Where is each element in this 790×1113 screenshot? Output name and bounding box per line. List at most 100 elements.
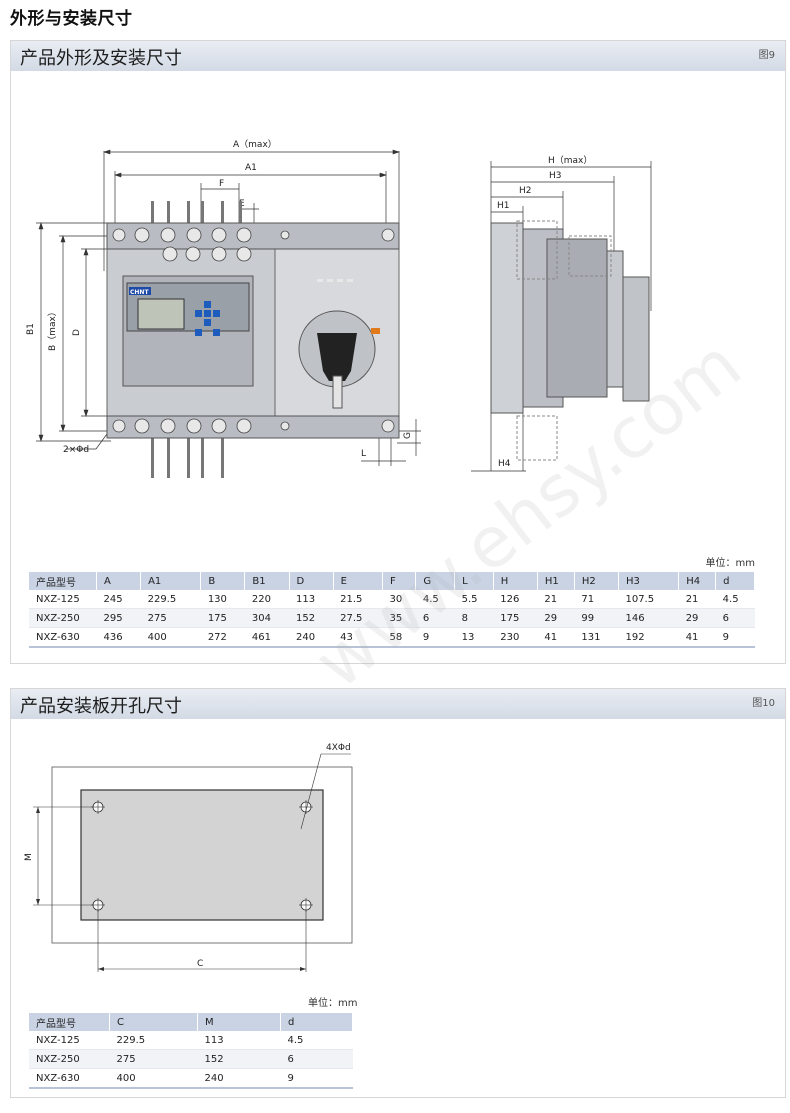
table-cell: 9 bbox=[415, 627, 455, 648]
col-header: H1 bbox=[537, 572, 575, 590]
table-cell: 436 bbox=[96, 627, 141, 648]
table-cell: 21 bbox=[678, 590, 716, 609]
table-row: NXZ-125 245 229.5 130 220 113 21.5 30 4.… bbox=[29, 590, 755, 609]
table-cell: 275 bbox=[109, 1049, 198, 1069]
table-cell: 152 bbox=[289, 608, 334, 628]
table-cell: 21.5 bbox=[333, 590, 383, 609]
table-cell: 43 bbox=[333, 627, 383, 648]
table-cell: 146 bbox=[618, 608, 679, 628]
table-cell: 41 bbox=[678, 627, 716, 648]
table-cell: 13 bbox=[454, 627, 494, 648]
table-cell: 240 bbox=[289, 627, 334, 648]
table-cell: 9 bbox=[280, 1068, 353, 1089]
dim-holes: 4XΦd bbox=[326, 743, 351, 753]
dim-d: D bbox=[72, 329, 82, 336]
col-header: G bbox=[415, 572, 456, 590]
table-cell: 304 bbox=[244, 608, 289, 628]
section-title: 产品外形及安装尺寸 bbox=[20, 48, 182, 69]
table-cell: 113 bbox=[197, 1031, 281, 1050]
section-header: 产品安装板开孔尺寸 图10 bbox=[11, 689, 785, 719]
table-cell: 6 bbox=[415, 608, 455, 628]
table-header-row: 产品型号 C M d bbox=[29, 1013, 353, 1031]
table-cell: NXZ-630 bbox=[29, 1068, 110, 1089]
section-mounting-holes: 产品安装板开孔尺寸 图10 4XΦd bbox=[10, 688, 786, 1098]
dim-b-max: B（max） bbox=[47, 307, 58, 351]
table-cell: 30 bbox=[382, 590, 416, 609]
outline-drawing: A（max） A1 F E B1 B（max） D 2×Φd L G bbox=[26, 139, 652, 478]
mounting-drawing: 4XΦd M C bbox=[24, 743, 353, 972]
table-row: NXZ-630 436 400 272 461 240 43 58 9 13 2… bbox=[29, 627, 755, 648]
table-cell: 229.5 bbox=[109, 1031, 198, 1050]
table-cell: 113 bbox=[289, 590, 334, 609]
col-header: D bbox=[289, 572, 334, 590]
table-cell: 240 bbox=[197, 1068, 281, 1089]
dim-hole-d: 2×Φd bbox=[63, 445, 89, 455]
dim-h3: H3 bbox=[549, 171, 562, 181]
col-header: B bbox=[200, 572, 246, 590]
unit-label: 单位：mm bbox=[308, 998, 358, 1009]
col-header: 产品型号 bbox=[29, 1013, 110, 1031]
table-row: NXZ-250 275 152 6 bbox=[29, 1049, 353, 1069]
section-title: 产品安装板开孔尺寸 bbox=[20, 696, 182, 717]
table-cell: 58 bbox=[382, 627, 416, 648]
table-cell: 71 bbox=[574, 590, 619, 609]
table-cell: 175 bbox=[200, 608, 245, 628]
table-cell: 130 bbox=[200, 590, 245, 609]
col-header: d bbox=[715, 572, 755, 590]
table-cell: NXZ-125 bbox=[29, 1031, 110, 1050]
table-cell: NXZ-250 bbox=[29, 1049, 110, 1069]
table-cell: 8 bbox=[454, 608, 494, 628]
dim-h4: H4 bbox=[498, 459, 511, 469]
col-header: A bbox=[96, 572, 142, 590]
table-cell: 6 bbox=[280, 1049, 353, 1069]
table-cell: 27.5 bbox=[333, 608, 383, 628]
unit-label: 单位：mm bbox=[705, 558, 755, 569]
dim-c: C bbox=[197, 959, 203, 969]
table-cell: NXZ-125 bbox=[29, 590, 97, 609]
table-cell: NXZ-630 bbox=[29, 627, 97, 648]
table-cell: 220 bbox=[244, 590, 289, 609]
table-cell: 41 bbox=[537, 627, 575, 648]
col-header: H3 bbox=[618, 572, 680, 590]
table-cell: 275 bbox=[140, 608, 201, 628]
table-cell: 400 bbox=[140, 627, 201, 648]
table-cell: 192 bbox=[618, 627, 679, 648]
dim-f: F bbox=[219, 179, 224, 189]
table-cell: 126 bbox=[493, 590, 538, 609]
spec-table-mounting: 产品型号 C M d NXZ-125 229.5 113 4.5 NXZ-250… bbox=[29, 1013, 353, 1089]
figure-label: 图10 bbox=[752, 698, 775, 709]
table-cell: 21 bbox=[537, 590, 575, 609]
dim-h2: H2 bbox=[519, 186, 532, 196]
table-cell: 295 bbox=[96, 608, 141, 628]
section-outline-dimensions: 产品外形及安装尺寸 图9 bbox=[10, 40, 786, 664]
table-cell: 5.5 bbox=[454, 590, 494, 609]
col-header: H2 bbox=[574, 572, 619, 590]
col-header: C bbox=[109, 1013, 198, 1031]
table-cell: 229.5 bbox=[140, 590, 201, 609]
table-cell: 245 bbox=[96, 590, 141, 609]
dim-m: M bbox=[24, 853, 34, 861]
table-cell: 9 bbox=[715, 627, 755, 648]
spec-table-outline: 产品型号 A A1 B B1 D E F G L H H1 H2 H3 H4 d… bbox=[29, 572, 755, 648]
col-header: H4 bbox=[678, 572, 717, 590]
table-cell: 272 bbox=[200, 627, 245, 648]
table-cell: 29 bbox=[678, 608, 716, 628]
col-header: A1 bbox=[140, 572, 202, 590]
col-header: M bbox=[197, 1013, 281, 1031]
table-cell: 230 bbox=[493, 627, 538, 648]
col-header: L bbox=[454, 572, 494, 590]
dim-a1: A1 bbox=[245, 163, 257, 173]
table-cell: NXZ-250 bbox=[29, 608, 97, 628]
col-header: H bbox=[493, 572, 538, 590]
table-row: NXZ-125 229.5 113 4.5 bbox=[29, 1031, 353, 1050]
brand-logo-text: CHNT bbox=[130, 289, 149, 296]
table-cell: 152 bbox=[197, 1049, 281, 1069]
table-cell: 4.5 bbox=[280, 1031, 353, 1050]
table-row: NXZ-630 400 240 9 bbox=[29, 1068, 353, 1089]
dim-h-max: H（max） bbox=[548, 155, 592, 166]
col-header: F bbox=[382, 572, 417, 590]
table-row: NXZ-250 295 275 175 304 152 27.5 35 6 8 … bbox=[29, 608, 755, 628]
col-header: d bbox=[280, 1013, 353, 1031]
table-cell: 35 bbox=[382, 608, 416, 628]
table-cell: 99 bbox=[574, 608, 619, 628]
